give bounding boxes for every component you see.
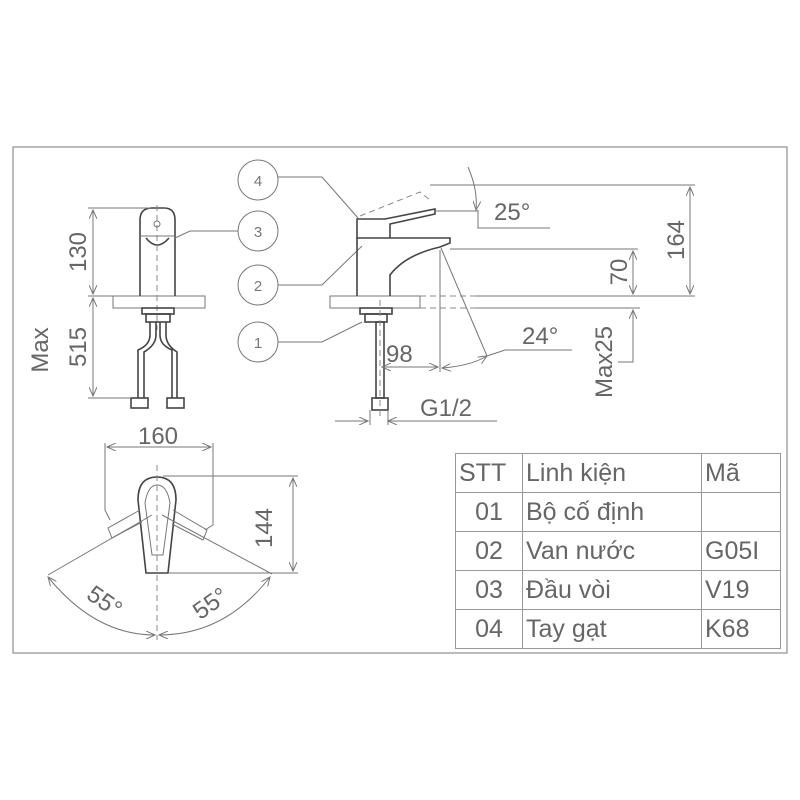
cell-stt: 04	[455, 609, 523, 649]
table-row: 01 Bộ cố định	[455, 492, 781, 532]
front-view: 130 515 Max	[27, 205, 206, 409]
dim-130: 130	[65, 232, 92, 272]
table-row: 04 Tay gạt K68	[455, 609, 781, 649]
cell-stt: 01	[455, 492, 523, 532]
cell-stt: 02	[455, 531, 523, 571]
callout-2: 2	[254, 278, 262, 295]
dim-164: 164	[663, 220, 690, 260]
table-row: 02 Van nước G05I	[455, 531, 781, 571]
callout-1: 1	[254, 335, 262, 352]
cell-code: V19	[701, 570, 781, 610]
dim-160: 160	[138, 423, 178, 450]
parts-table: STT Linh kiện Mã 01 Bộ cố định 02 Van nư…	[455, 453, 781, 649]
header-code: Mã	[701, 453, 781, 493]
dim-144: 144	[251, 508, 278, 548]
top-view: 160 144 55° 55°	[48, 423, 298, 640]
drawing-frame	[12, 146, 788, 654]
dim-max-label: Max	[27, 327, 54, 372]
dim-thread: G1/2	[420, 395, 472, 422]
dim-98: 98	[386, 341, 413, 368]
side-view: 25° 164 70 Max25 24° 98 G1/2	[329, 166, 695, 425]
dim-70: 70	[606, 259, 633, 286]
callout-3: 3	[254, 224, 262, 241]
cell-part: Tay gạt	[522, 609, 702, 649]
dim-angle-left: 55°	[82, 580, 127, 623]
cell-stt: 03	[455, 570, 523, 610]
cell-code: G05I	[701, 531, 781, 571]
dim-angle-right: 55°	[188, 582, 233, 625]
cell-code: K68	[701, 609, 781, 649]
table-header-row: STT Linh kiện Mã	[455, 453, 781, 493]
cell-code	[701, 492, 781, 532]
header-part: Linh kiện	[522, 453, 702, 493]
dim-spout-angle: 24°	[522, 323, 558, 350]
table-row: 03 Đầu vòi V19	[455, 570, 781, 610]
callouts: 4 3 2 1	[174, 159, 363, 363]
cell-part: Bộ cố định	[522, 492, 702, 532]
callout-4: 4	[254, 173, 262, 190]
cell-part: Đầu vòi	[522, 570, 702, 610]
dim-lever-angle: 25°	[494, 199, 530, 226]
cell-part: Van nước	[522, 531, 702, 571]
dim-max25: Max25	[591, 326, 618, 398]
header-stt: STT	[455, 453, 523, 493]
dim-515: 515	[65, 327, 92, 367]
